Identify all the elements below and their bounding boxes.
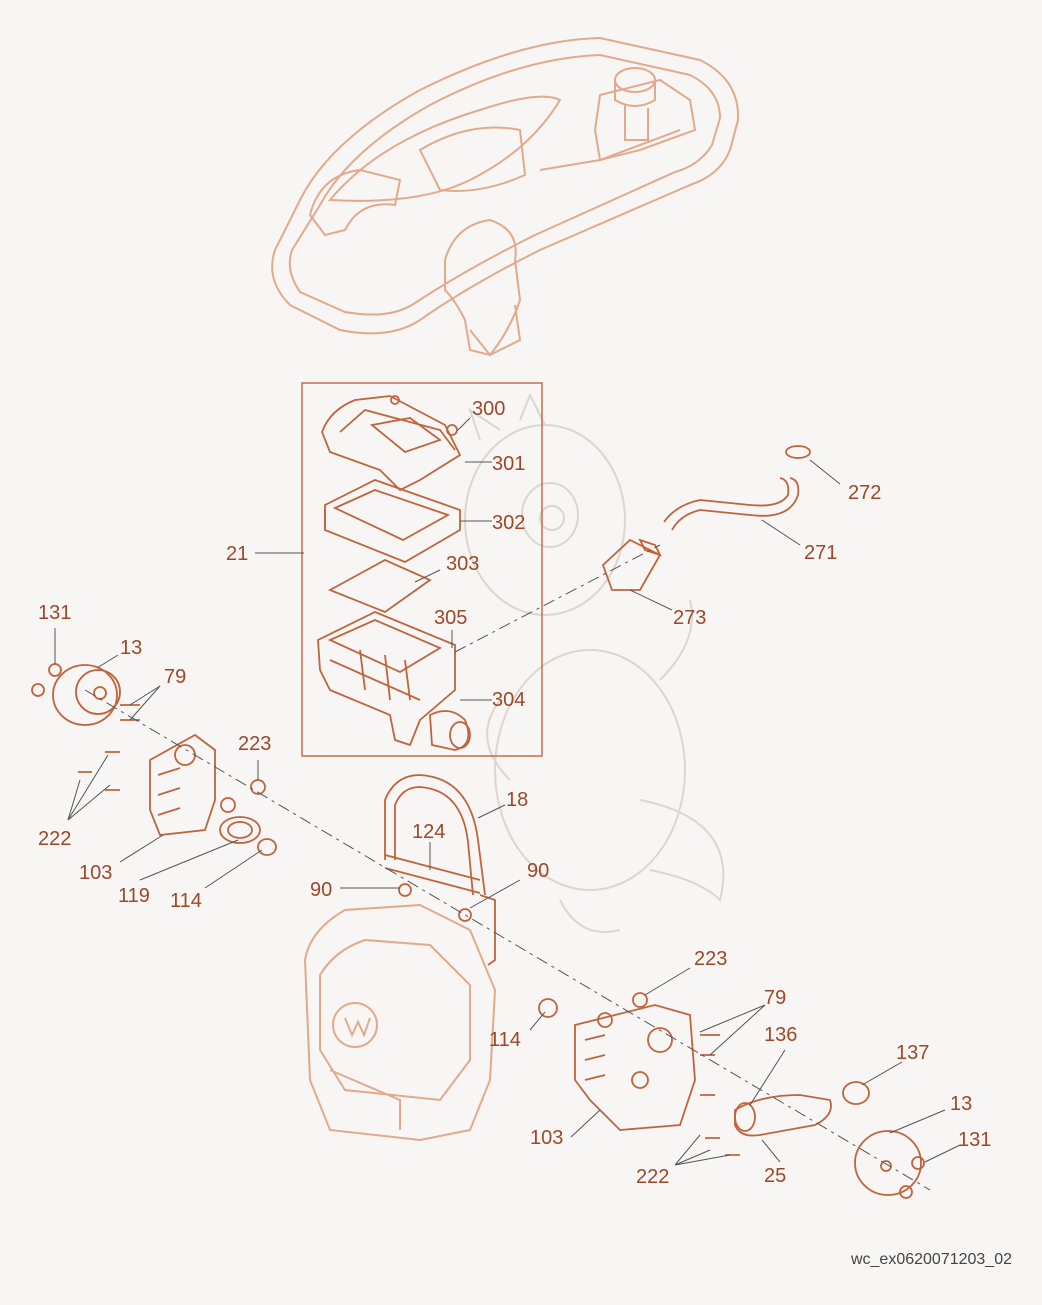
callout-222-right: 222 [636, 1166, 669, 1188]
callout-labels: 300 301 302 303 305 304 21 272 271 273 1… [38, 398, 991, 1188]
callout-103-left: 103 [79, 862, 112, 884]
callout-137: 137 [896, 1042, 929, 1064]
frame-rod [384, 774, 496, 966]
callout-79-left: 79 [164, 666, 186, 688]
callout-131-right: 131 [958, 1129, 991, 1151]
hose-parts [601, 445, 811, 591]
callout-13-right: 13 [950, 1093, 972, 1115]
callout-136: 136 [764, 1024, 797, 1046]
air-filter-parts [317, 395, 471, 751]
callout-304: 304 [492, 689, 525, 711]
right-side-parts [538, 992, 925, 1199]
callout-273: 273 [673, 607, 706, 629]
callout-90-right: 90 [527, 860, 549, 882]
callout-131-left: 131 [38, 602, 71, 624]
leader-lines [54, 417, 961, 1166]
callout-90-left: 90 [310, 879, 332, 901]
centerlines [84, 544, 931, 1191]
callout-79-right: 79 [764, 987, 786, 1009]
callout-303: 303 [446, 553, 479, 575]
callout-301: 301 [492, 453, 525, 475]
callout-21: 21 [226, 543, 248, 565]
callout-271: 271 [804, 542, 837, 564]
engine-block [303, 903, 497, 1142]
air-filter-group-box [301, 382, 543, 757]
tank-handle-assembly [271, 36, 740, 357]
callout-124: 124 [412, 821, 445, 843]
figure-id: wc_ex0620071203_02 [850, 1251, 1012, 1268]
watermark-dragon [464, 392, 725, 933]
callout-103-right: 103 [530, 1127, 563, 1149]
callout-223-right: 223 [694, 948, 727, 970]
callout-223-left: 223 [238, 733, 271, 755]
callout-222-left: 222 [38, 828, 71, 850]
callout-13-left: 13 [120, 637, 142, 659]
callout-114-left: 114 [170, 890, 202, 912]
callout-18: 18 [506, 789, 528, 811]
callout-272: 272 [848, 482, 881, 504]
callout-114-right: 114 [489, 1029, 521, 1051]
callout-300: 300 [472, 398, 505, 420]
callout-25: 25 [764, 1165, 786, 1187]
callout-119: 119 [118, 885, 150, 907]
callout-305: 305 [434, 607, 467, 629]
callout-302: 302 [492, 512, 525, 534]
